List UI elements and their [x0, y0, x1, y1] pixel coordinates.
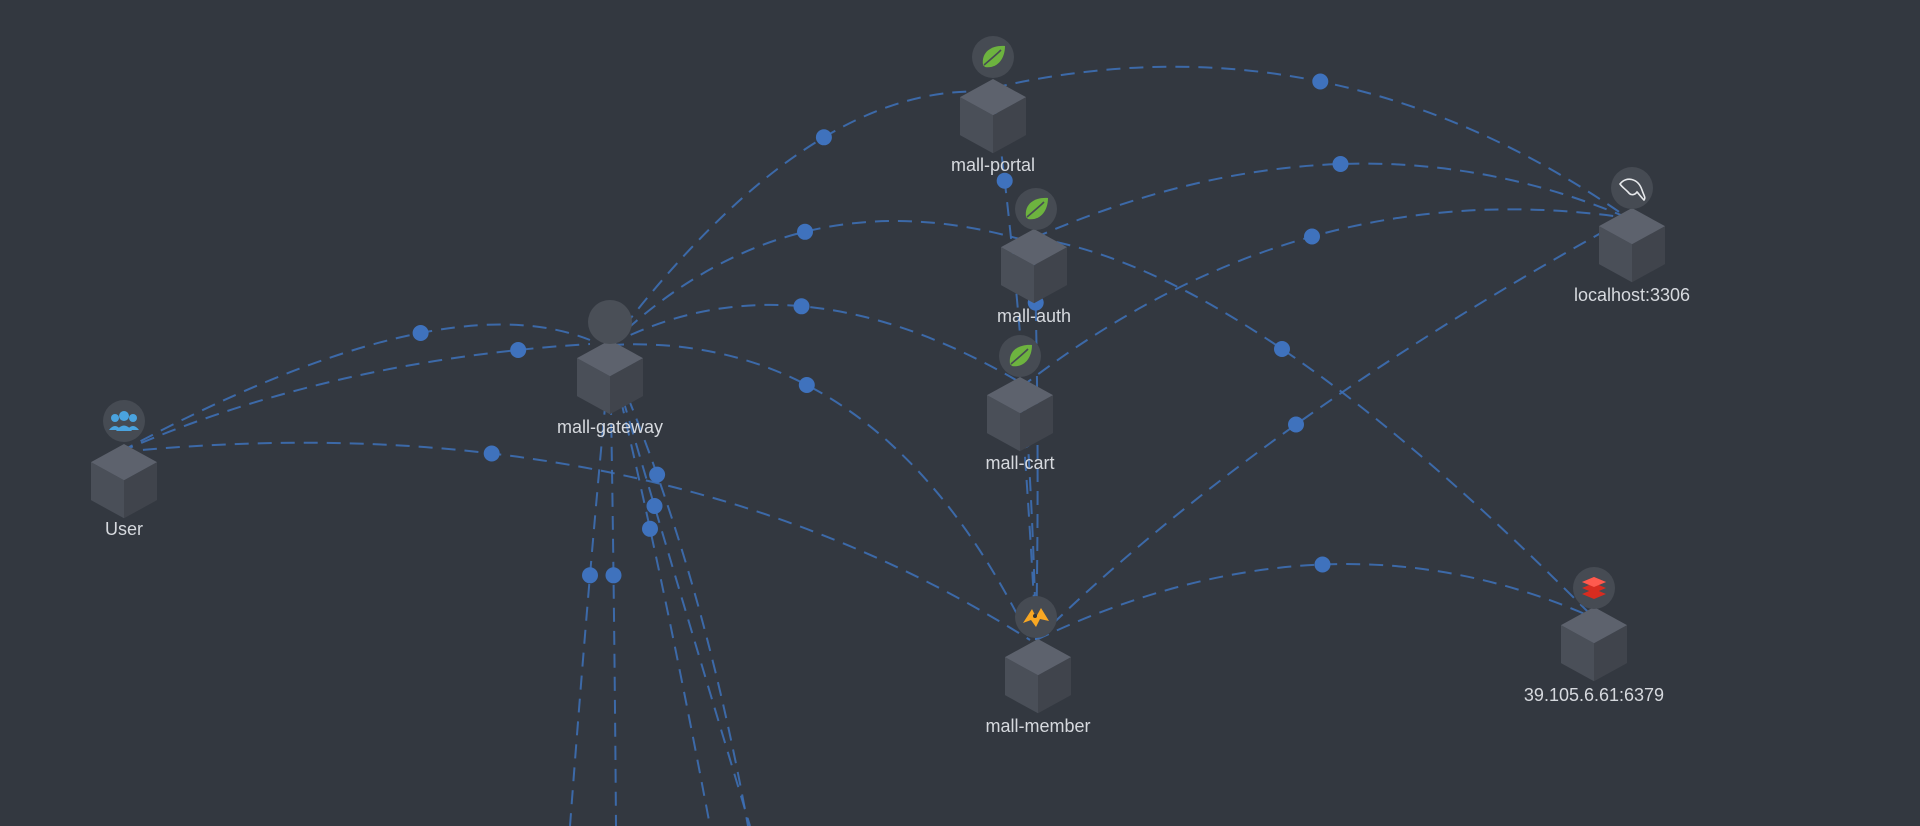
- node-label: User: [105, 519, 143, 539]
- node-auth[interactable]: mall-auth: [997, 188, 1071, 326]
- dependency-edge[interactable]: [609, 343, 1031, 641]
- edge-midpoint-dot[interactable]: [1274, 341, 1290, 357]
- dependency-edge[interactable]: [1035, 563, 1595, 641]
- node-gateway[interactable]: mall-gateway: [557, 300, 663, 437]
- cube-left-face: [1561, 625, 1594, 682]
- cube-top-face: [1561, 607, 1627, 644]
- node-label: mall-cart: [985, 453, 1054, 473]
- edges-layer: [119, 65, 1629, 826]
- edge-midpoint-dot[interactable]: [412, 325, 429, 341]
- redis-icon: [1582, 577, 1606, 599]
- spring-leaf-icon: [982, 45, 1005, 68]
- cube-left-face: [1001, 247, 1034, 304]
- dependency-edge[interactable]: [992, 87, 1037, 641]
- cube-left-face: [91, 462, 124, 519]
- spring-leaf-icon: [1009, 344, 1032, 367]
- node-cart[interactable]: mall-cart: [985, 335, 1055, 473]
- node-user[interactable]: User: [91, 400, 157, 539]
- cube-right-face: [124, 462, 157, 519]
- edge-midpoint-dot[interactable]: [483, 445, 500, 462]
- edge-midpoint-dot[interactable]: [1312, 73, 1329, 90]
- cube-left-face: [960, 97, 993, 154]
- cube-top-face: [1005, 639, 1071, 676]
- edge-midpoint-dot[interactable]: [815, 129, 832, 146]
- node-redis[interactable]: 39.105.6.61:6379: [1524, 567, 1664, 705]
- dependency-edge[interactable]: [119, 441, 1031, 641]
- dependency-edge[interactable]: [119, 343, 591, 453]
- dependency-edge[interactable]: [609, 303, 1017, 381]
- edge-midpoint-dot[interactable]: [793, 298, 810, 315]
- edge-midpoint-dot[interactable]: [510, 342, 527, 358]
- node-label: 39.105.6.61:6379: [1524, 685, 1664, 705]
- node-member[interactable]: mall-member: [985, 596, 1091, 736]
- cube-right-face: [610, 358, 643, 415]
- node-badge: [1611, 167, 1653, 209]
- nodes-layer: User mall-gateway mall-portal mall-auth mall…: [91, 36, 1690, 736]
- node-mysql[interactable]: localhost:3306: [1574, 167, 1690, 305]
- edge-midpoint-dot[interactable]: [1332, 156, 1349, 172]
- cube-left-face: [577, 358, 610, 415]
- edge-midpoint-dot[interactable]: [646, 498, 663, 514]
- dependency-edge[interactable]: [609, 220, 1031, 346]
- dependency-edge[interactable]: [569, 354, 611, 826]
- node-portal[interactable]: mall-portal: [951, 36, 1035, 175]
- dependency-edge[interactable]: [609, 90, 991, 346]
- cube-right-face: [1038, 657, 1071, 714]
- cube-top-face: [987, 377, 1053, 414]
- edge-midpoint-dot[interactable]: [582, 567, 598, 584]
- cube-top-face: [960, 79, 1026, 116]
- cube-top-face: [577, 340, 643, 377]
- dependency-edge[interactable]: [609, 354, 749, 826]
- cube-right-face: [1594, 625, 1627, 682]
- edge-midpoint-dot[interactable]: [798, 377, 815, 393]
- cube-top-face: [1001, 229, 1067, 266]
- dependency-edge[interactable]: [609, 354, 751, 826]
- cube-left-face: [1599, 226, 1632, 283]
- cube-top-face: [91, 444, 157, 481]
- users-icon: [109, 411, 139, 431]
- cube-right-face: [993, 97, 1026, 154]
- dependency-edge[interactable]: [992, 65, 1629, 219]
- node-label: localhost:3306: [1574, 285, 1690, 305]
- edge-midpoint-dot[interactable]: [1314, 556, 1331, 573]
- dependency-edge[interactable]: [119, 323, 591, 453]
- edge-midpoint-dot[interactable]: [649, 466, 666, 483]
- edge-midpoint-dot[interactable]: [797, 223, 813, 240]
- edge-midpoint-dot[interactable]: [605, 567, 622, 584]
- edge-midpoint-dot[interactable]: [642, 520, 658, 537]
- dependency-edge[interactable]: [1019, 208, 1629, 389]
- node-label: mall-portal: [951, 155, 1035, 175]
- cube-right-face: [1632, 226, 1665, 283]
- edge-midpoint-dot[interactable]: [996, 172, 1013, 189]
- cube-left-face: [987, 395, 1020, 452]
- edge-midpoint-dot[interactable]: [1288, 416, 1304, 433]
- cube-left-face: [1005, 657, 1038, 714]
- mysql-dolphin-icon: [1619, 178, 1646, 202]
- dependency-edge[interactable]: [1033, 237, 1595, 619]
- node-badge: [588, 300, 632, 344]
- tomcat-icon: [1023, 608, 1049, 627]
- cube-right-face: [1034, 247, 1067, 304]
- dependency-edge[interactable]: [1033, 162, 1629, 239]
- node-label: mall-member: [985, 716, 1090, 736]
- cube-right-face: [1020, 395, 1053, 452]
- edge-midpoint-dot[interactable]: [1304, 228, 1320, 245]
- spring-leaf-icon: [1025, 197, 1048, 220]
- node-label: mall-auth: [997, 306, 1071, 326]
- node-label: mall-gateway: [557, 417, 663, 437]
- dependency-edge[interactable]: [1035, 217, 1629, 641]
- dependency-edge[interactable]: [609, 354, 711, 826]
- cube-top-face: [1599, 208, 1665, 245]
